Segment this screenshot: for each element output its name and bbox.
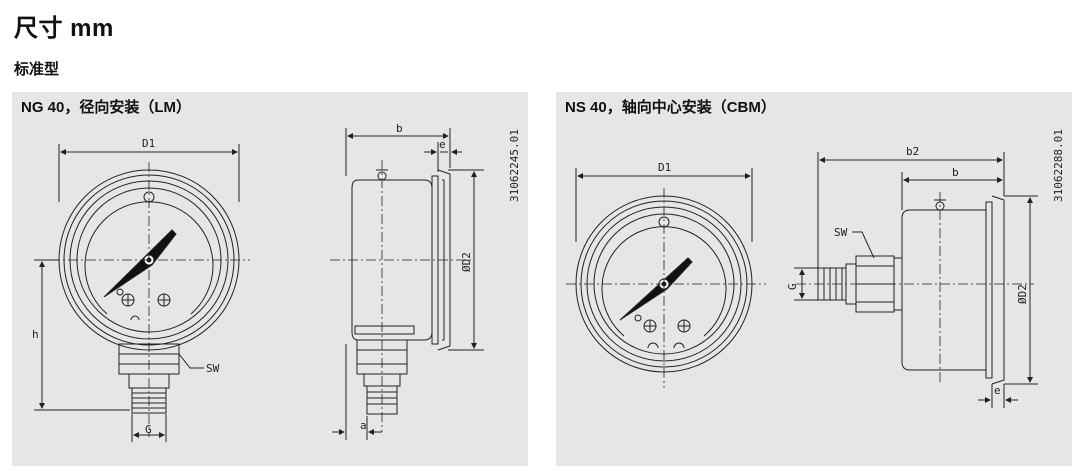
label-g: G xyxy=(145,423,152,436)
part-number: 31062245.01 xyxy=(508,129,521,202)
label-d1-axial: D1 xyxy=(658,161,671,174)
label-b-axial: b xyxy=(952,166,959,179)
part-number-axial: 31062288.01 xyxy=(1052,129,1065,202)
gauge-needle xyxy=(103,229,177,298)
side-view-gauge-axial xyxy=(817,195,1005,385)
side-view-gauge xyxy=(351,169,451,415)
label-b2: b2 xyxy=(906,145,919,158)
label-d2: ØD2 xyxy=(460,252,473,272)
label-a: a xyxy=(360,419,367,432)
label-sw-axial: SW xyxy=(834,226,848,239)
label-h: h xyxy=(32,328,39,341)
label-d1: D1 xyxy=(142,137,155,150)
page-subtitle: 标准型 xyxy=(14,61,60,78)
label-e: e xyxy=(439,138,446,151)
page-title: 尺寸 mm xyxy=(14,15,114,42)
gauge-needle-axial xyxy=(619,257,693,321)
label-sw: SW xyxy=(206,362,220,375)
radial-mount-drawing: D1 h SW G b e a ØD2 31062245.01 xyxy=(32,122,521,442)
panel-axial-mount: NS 40，轴向中心安装（CBM） xyxy=(556,92,1072,466)
panel-heading-radial: NG 40，径向安装（LM） xyxy=(21,99,192,116)
label-b: b xyxy=(396,122,403,135)
label-d2-axial: ØD2 xyxy=(1016,284,1029,304)
axial-mount-drawing: D1 b2 b SW G e ØD2 31062288.01 xyxy=(566,129,1065,408)
label-e-axial: e xyxy=(994,384,1001,397)
label-g-axial: G xyxy=(786,283,799,290)
panel-heading-axial: NS 40，轴向中心安装（CBM） xyxy=(565,99,776,116)
panel-radial-mount: NG 40，径向安装（LM） xyxy=(12,92,528,466)
